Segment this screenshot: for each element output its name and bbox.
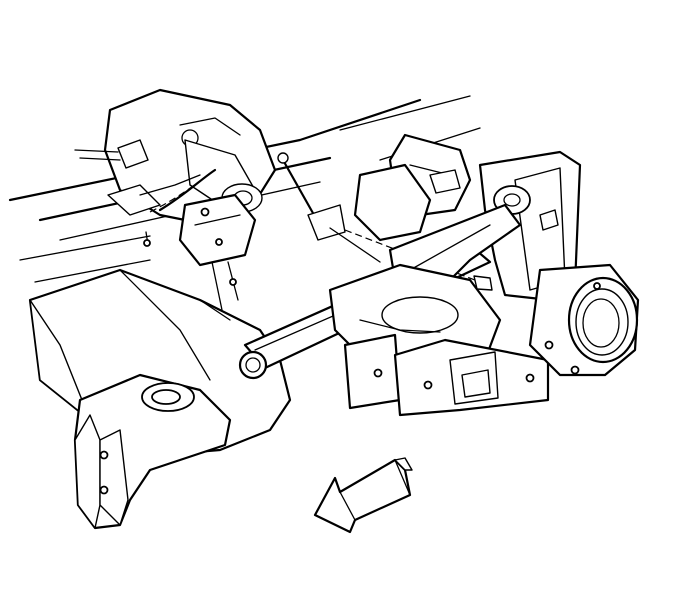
axle-housing <box>103 88 277 227</box>
frame-rail-long <box>8 95 481 283</box>
mount-bolt-hole <box>99 450 109 460</box>
frame-mount-bracket-left <box>73 373 232 530</box>
sensor-link-rod <box>277 152 381 263</box>
bracket-screw <box>143 239 151 247</box>
bracket-screw <box>200 207 210 217</box>
pivot-bolt <box>238 350 268 380</box>
wiring-harness <box>149 168 217 213</box>
front-direction-arrow-icon <box>313 457 413 534</box>
bracket-bolt-hole <box>373 368 383 378</box>
fastener-bolt <box>473 275 493 291</box>
bracket-screw <box>229 278 237 286</box>
lower-mount-bracket-center <box>343 333 550 417</box>
bracket-screw <box>215 238 223 246</box>
bracket-bolt-hole <box>525 373 535 383</box>
bracket-bolt-hole <box>423 380 433 390</box>
mount-bolt-hole <box>99 485 109 495</box>
coil-spring-seat <box>353 163 432 242</box>
sensor-mounting-bracket <box>143 193 257 311</box>
spring-seat-shock-tower <box>353 133 472 242</box>
height-sensor-connector <box>74 139 201 216</box>
bracket-stud <box>539 209 559 231</box>
wheel-hub-knuckle <box>528 263 640 377</box>
